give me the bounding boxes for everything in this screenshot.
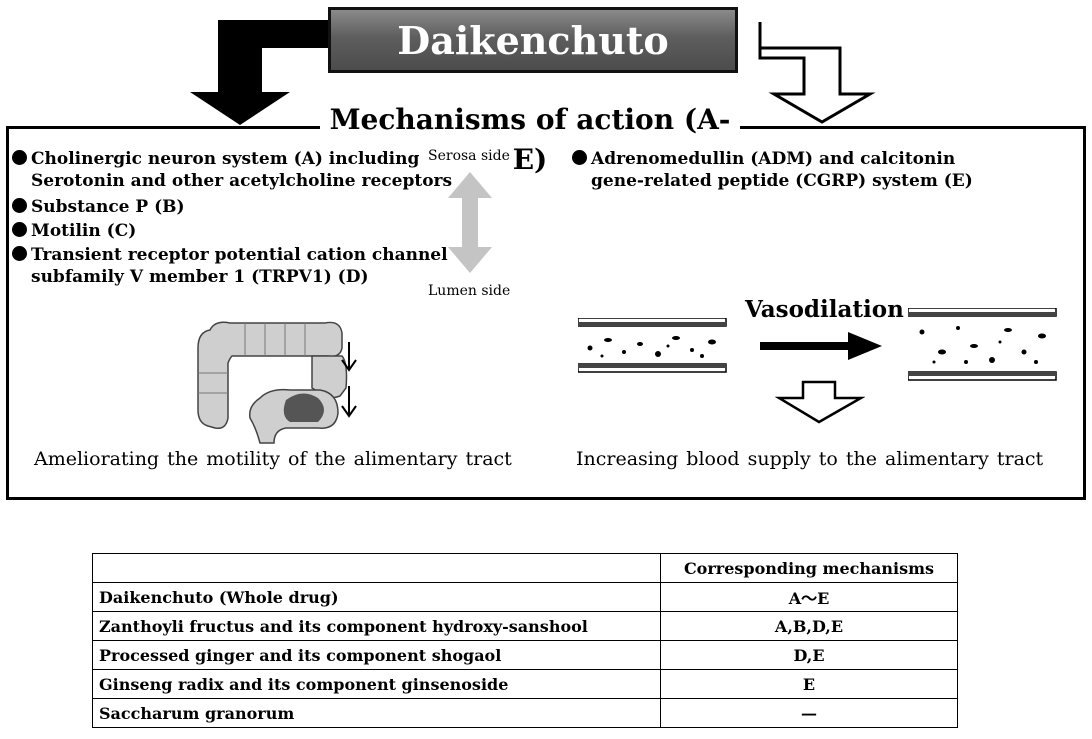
table-cell-name: Zanthoyli fructus and its component hydr… bbox=[92, 611, 661, 641]
arrow-graphics bbox=[190, 20, 876, 125]
right-caption: Increasing blood supply to the alimentar… bbox=[576, 448, 1044, 470]
vasodilation-label: Vasodilation bbox=[745, 296, 904, 323]
table-cell-value: D,E bbox=[660, 640, 958, 670]
table-cell-name: Processed ginger and its component shoga… bbox=[92, 640, 661, 670]
table-row: Daikenchuto (Whole drug) A〜E bbox=[92, 582, 958, 612]
bullet-item: Substance P (B) bbox=[12, 196, 452, 218]
table-cell-name: Ginseng radix and its component ginsenos… bbox=[92, 669, 661, 699]
table-cell-value: A〜E bbox=[660, 582, 958, 612]
bullet-dot-icon bbox=[12, 246, 27, 261]
narrow-vessel-icon bbox=[578, 318, 727, 373]
bullet-dot-icon bbox=[12, 198, 27, 213]
mechanisms-heading: Mechanisms of action (A-E) bbox=[320, 100, 740, 176]
table-header-row: Corresponding mechanisms bbox=[92, 553, 958, 583]
table-row: Ginseng radix and its component ginsenos… bbox=[92, 669, 958, 699]
table-row: Processed ginger and its component shoga… bbox=[92, 640, 958, 670]
table-row: Zanthoyli fructus and its component hydr… bbox=[92, 611, 958, 641]
bullet-item: Cholinergic neuron system (A) including bbox=[12, 148, 452, 170]
mechanisms-table: Corresponding mechanisms Daikenchuto (Wh… bbox=[92, 553, 958, 728]
colon-illustration bbox=[197, 321, 348, 444]
table-cell-name: Saccharum granorum bbox=[92, 698, 661, 728]
table-cell-name: Daikenchuto (Whole drug) bbox=[92, 582, 661, 612]
bullet-item-continuation: gene-related peptide (CGRP) system (E) bbox=[591, 171, 973, 191]
bullet-item: Adrenomedullin (ADM) and calcitonin bbox=[572, 148, 973, 170]
bullet-item: Motilin (C) bbox=[12, 220, 452, 242]
serosa-label: Serosa side bbox=[428, 148, 510, 164]
left-bullet-list: Cholinergic neuron system (A) including … bbox=[12, 148, 452, 288]
lumen-label: Lumen side bbox=[428, 283, 511, 299]
bullet-item: Transient receptor potential cation chan… bbox=[12, 244, 452, 266]
title-banner: Daikenchuto bbox=[328, 7, 738, 73]
table-cell-value: A,B,D,E bbox=[660, 611, 958, 641]
down-arrows-icon bbox=[341, 342, 357, 418]
double-arrow-icon bbox=[448, 172, 492, 273]
bullet-dot-icon bbox=[572, 150, 587, 165]
white-bent-arrow bbox=[758, 22, 876, 124]
table-cell-value: E bbox=[660, 669, 958, 699]
title-text: Daikenchuto bbox=[397, 17, 669, 63]
bullet-dot-icon bbox=[12, 150, 27, 165]
table-cell-value: — bbox=[660, 698, 958, 728]
bullet-item-continuation: subfamily V member 1 (TRPV1) (D) bbox=[31, 267, 369, 287]
table-row: Saccharum granorum — bbox=[92, 698, 958, 728]
bullet-item-continuation: Serotonin and other acetylcholine recept… bbox=[31, 171, 453, 191]
left-caption: Ameliorating the motility of the aliment… bbox=[34, 448, 512, 470]
table-header-cell: Corresponding mechanisms bbox=[660, 553, 958, 583]
right-bullet-list: Adrenomedullin (ADM) and calcitonin gene… bbox=[572, 148, 973, 192]
right-arrow-icon bbox=[760, 332, 882, 360]
dilated-vessel-icon bbox=[908, 308, 1057, 381]
hollow-down-arrow-icon bbox=[775, 380, 865, 424]
bullet-dot-icon bbox=[12, 222, 27, 237]
table-header-cell bbox=[92, 553, 661, 583]
black-bent-arrow bbox=[190, 20, 328, 125]
